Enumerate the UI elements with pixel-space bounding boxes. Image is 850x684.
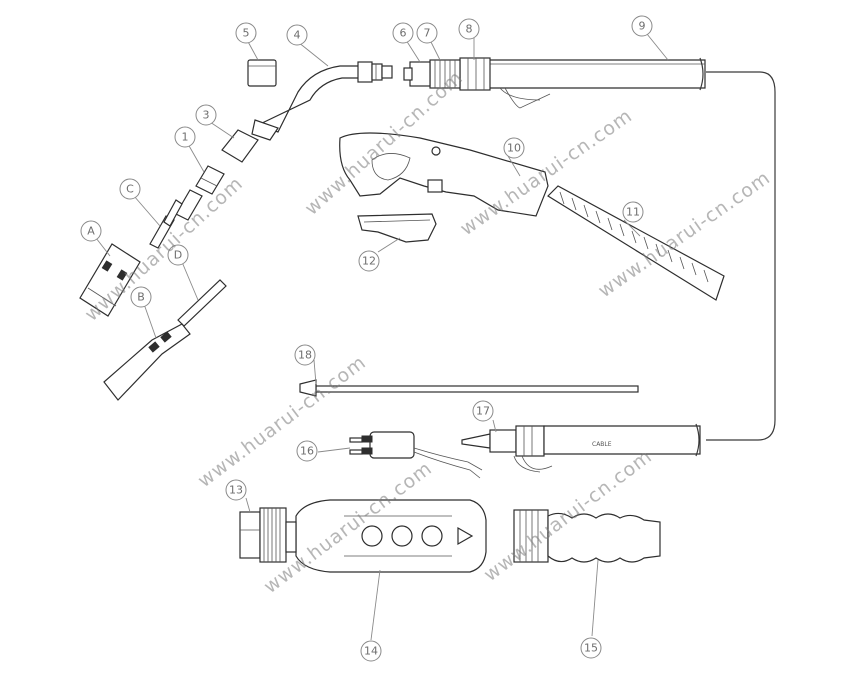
svg-text:17: 17 (476, 405, 490, 418)
callout-17: 17 (472, 400, 494, 422)
part-5-insulator (247, 59, 277, 87)
part-14-grip-body (285, 499, 487, 573)
svg-text:16: 16 (300, 445, 314, 458)
part-12-trigger (357, 213, 437, 243)
part-11-spring-guard (547, 185, 725, 301)
callout-16: 16 (296, 440, 318, 462)
callout-3: 3 (195, 104, 217, 126)
watermark-1: www.huarui-cn.com (81, 172, 248, 325)
callout-11: 11 (622, 201, 644, 223)
svg-text:9: 9 (639, 20, 646, 33)
svg-text:A: A (87, 225, 95, 238)
part-13-nut (239, 507, 287, 563)
callout-18: 18 (294, 344, 316, 366)
part-d-pin (177, 279, 227, 327)
callout-d: D (167, 244, 189, 266)
svg-text:10: 10 (507, 142, 521, 155)
svg-text:1: 1 (182, 131, 189, 144)
callout-15: 15 (580, 637, 602, 659)
part-15-spring-support (513, 509, 661, 563)
svg-text:7: 7 (424, 27, 431, 40)
svg-text:6: 6 (400, 27, 407, 40)
svg-text:18: 18 (298, 349, 312, 362)
svg-text:15: 15 (584, 642, 598, 655)
callout-8: 8 (458, 18, 480, 40)
svg-text:5: 5 (243, 27, 250, 40)
svg-text:3: 3 (203, 109, 210, 122)
part-a-nozzle (79, 243, 141, 317)
callout-13: 13 (225, 479, 247, 501)
callout-6: 6 (392, 22, 414, 44)
callout-c: C (119, 178, 141, 200)
callout-1: 1 (174, 126, 196, 148)
callout-7: 7 (416, 22, 438, 44)
svg-text:4: 4 (294, 29, 301, 42)
svg-text:12: 12 (362, 255, 376, 268)
svg-text:13: 13 (229, 484, 243, 497)
svg-text:14: 14 (364, 645, 378, 658)
callout-4: 4 (286, 24, 308, 46)
part-c-contact-tip (149, 199, 183, 249)
callout-9: 9 (631, 15, 653, 37)
svg-text:D: D (174, 249, 182, 262)
part-18-liner (299, 379, 639, 397)
svg-text:B: B (137, 291, 145, 304)
watermark-5: www.huarui-cn.com (194, 351, 371, 492)
svg-text:8: 8 (466, 23, 473, 36)
callout-10: 10 (503, 137, 525, 159)
callout-14: 14 (360, 640, 382, 662)
callout-12: 12 (358, 250, 380, 272)
part-1-tip-holder (175, 165, 225, 221)
callout-b: B (130, 286, 152, 308)
svg-text:C: C (126, 183, 134, 196)
part-16-switch (349, 431, 483, 479)
part-b-nozzle (103, 323, 191, 401)
svg-text:11: 11 (626, 206, 640, 219)
part-6-connector (403, 61, 431, 87)
part-8-cable-fitting (459, 57, 491, 91)
leader-lines (95, 33, 669, 641)
part-10-handle (339, 132, 549, 217)
callout-5: 5 (235, 22, 257, 44)
part-17-cable-lower: CABLE (461, 423, 701, 473)
part-4-swan-neck (251, 61, 393, 141)
callout-a: A (80, 220, 102, 242)
cable-label: CABLE (592, 441, 612, 448)
